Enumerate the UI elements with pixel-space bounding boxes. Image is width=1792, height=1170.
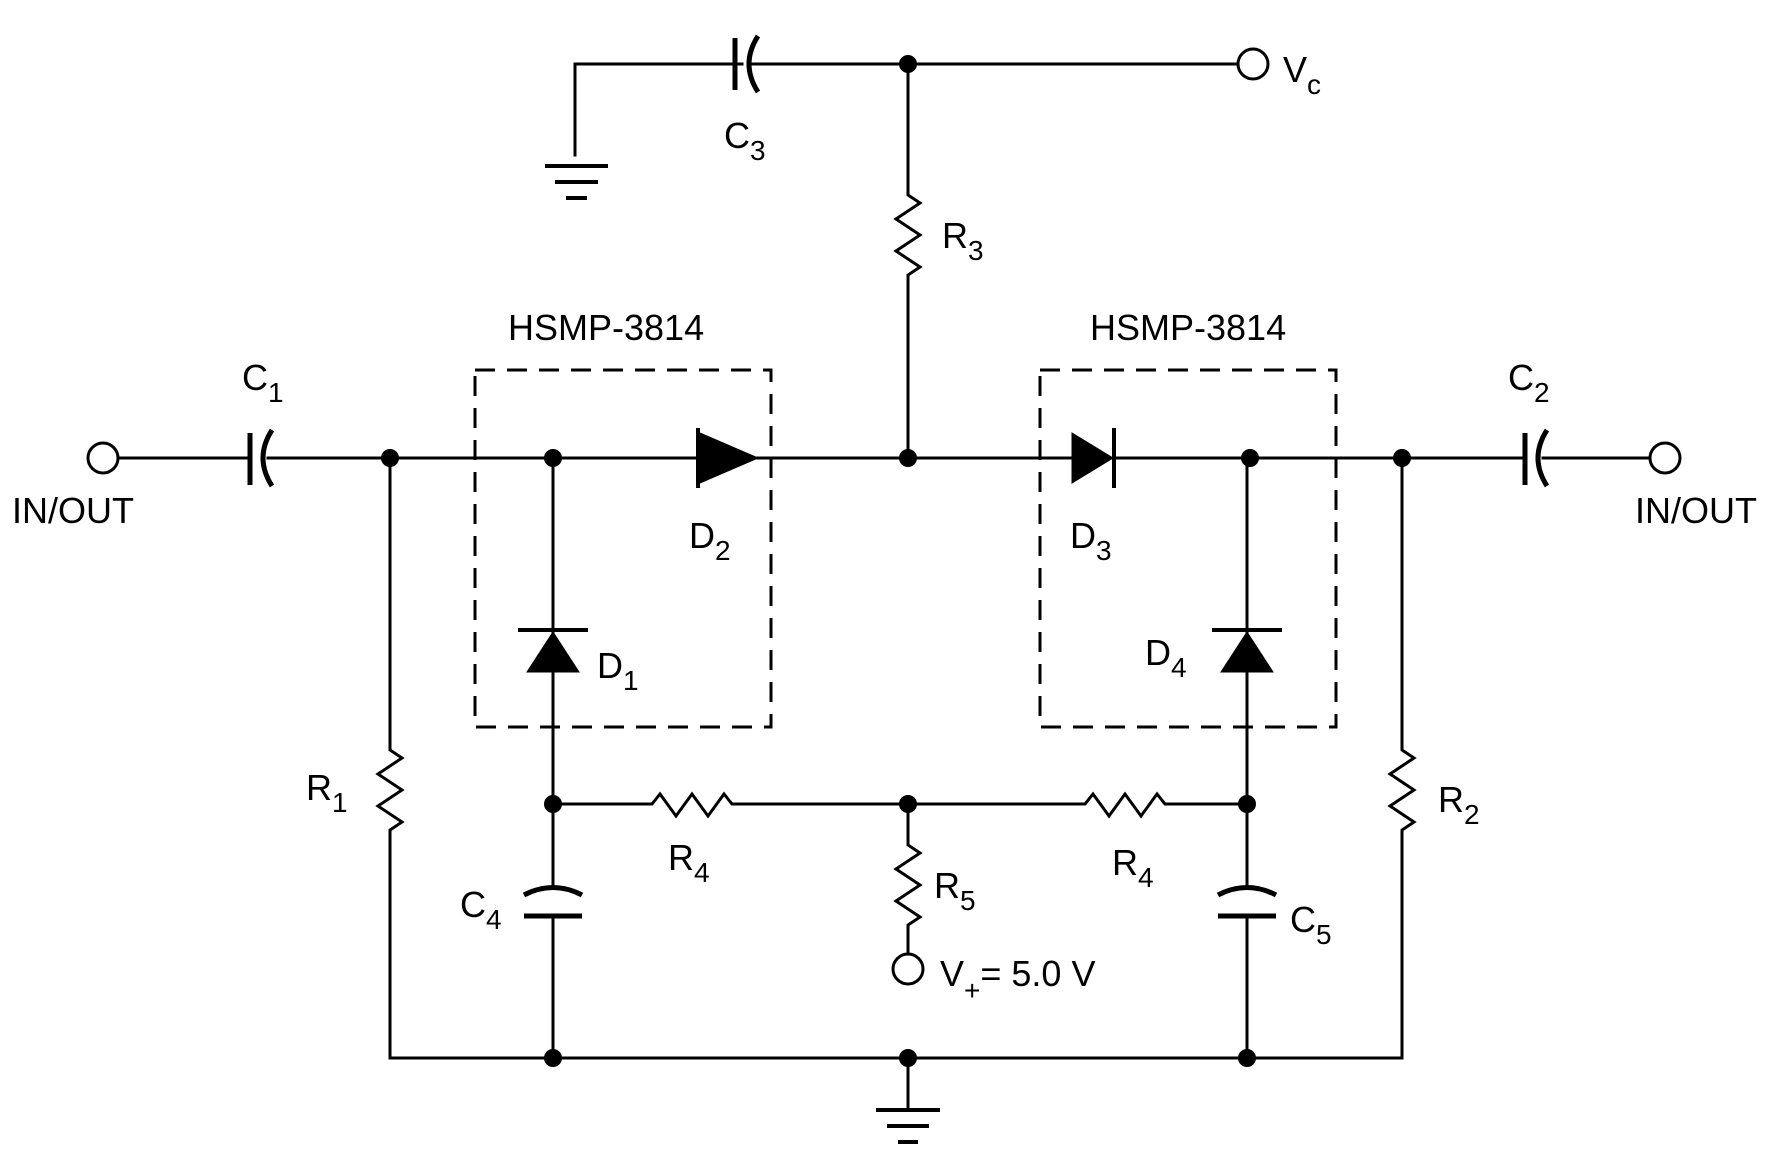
right-shunt-section xyxy=(1212,456,1417,1060)
ground-rail xyxy=(388,1049,1404,1144)
capacitor-c1-curved-plate xyxy=(260,428,275,488)
resistor-r3 xyxy=(893,64,923,458)
c2-label: C2 xyxy=(1508,357,1550,408)
package-outline-left xyxy=(473,368,773,729)
junction-dot xyxy=(1241,449,1259,467)
resistor-r1 xyxy=(375,458,405,1058)
capacitor-c3-curved-plate xyxy=(746,34,761,94)
signal-line xyxy=(86,428,1682,488)
junction-dot xyxy=(899,449,917,467)
r2-label: R2 xyxy=(1438,779,1480,830)
r5-label: R5 xyxy=(934,865,976,916)
diode-d2 xyxy=(699,432,760,484)
resistor-r5 xyxy=(893,804,923,954)
diode-d1 xyxy=(526,631,580,673)
c1-label: C1 xyxy=(242,357,284,408)
capacitor-c2-curved-plate xyxy=(1535,428,1550,488)
junction-dot xyxy=(1238,1049,1256,1067)
package-label-left: HSMP-3814 xyxy=(508,307,704,348)
vc-label: Vc xyxy=(1283,49,1321,100)
right-io-terminal[interactable] xyxy=(1648,441,1682,475)
r4-left-label: R4 xyxy=(668,837,710,888)
package-label-right: HSMP-3814 xyxy=(1090,307,1286,348)
c4-label: C4 xyxy=(460,884,502,935)
d3-label: D3 xyxy=(1070,515,1112,566)
capacitor-c4-curved-plate xyxy=(522,885,584,898)
vc-terminal[interactable] xyxy=(1236,47,1270,81)
vplus-terminal[interactable] xyxy=(891,952,925,986)
resistor-r4-left xyxy=(553,791,908,819)
diode-d3 xyxy=(1071,432,1114,484)
labels: HSMP-3814 HSMP-3814 IN/OUT IN/OUT Vc V+=… xyxy=(12,49,1757,1006)
resistor-r2 xyxy=(1387,458,1417,1058)
left-io-label: IN/OUT xyxy=(12,490,134,531)
d2-label: D2 xyxy=(689,515,731,566)
d4-label: D4 xyxy=(1145,632,1187,683)
r3-label: R3 xyxy=(942,215,984,266)
d1-label: D1 xyxy=(597,645,639,696)
vc-bias-section xyxy=(545,34,1270,458)
r1-label: R1 xyxy=(306,767,348,818)
ground-symbol-top xyxy=(545,164,608,200)
diode-d4 xyxy=(1220,631,1274,673)
package-outline-right xyxy=(1038,368,1338,729)
bias-network xyxy=(553,791,1247,986)
right-io-label: IN/OUT xyxy=(1635,490,1757,531)
junction-dot xyxy=(544,1049,562,1067)
resistor-r4-right xyxy=(908,791,1247,819)
ground-symbol-bottom xyxy=(876,1108,940,1144)
left-shunt-section xyxy=(375,456,588,1060)
left-io-terminal[interactable] xyxy=(86,441,120,475)
c5-label: C5 xyxy=(1290,899,1332,950)
vplus-label: V+= 5.0 V xyxy=(940,953,1095,1006)
capacitor-c5-curved-plate xyxy=(1216,885,1278,898)
wire-c3-ground xyxy=(573,62,744,157)
r4-right-label: R4 xyxy=(1112,842,1154,893)
c3-label: C3 xyxy=(724,115,766,166)
